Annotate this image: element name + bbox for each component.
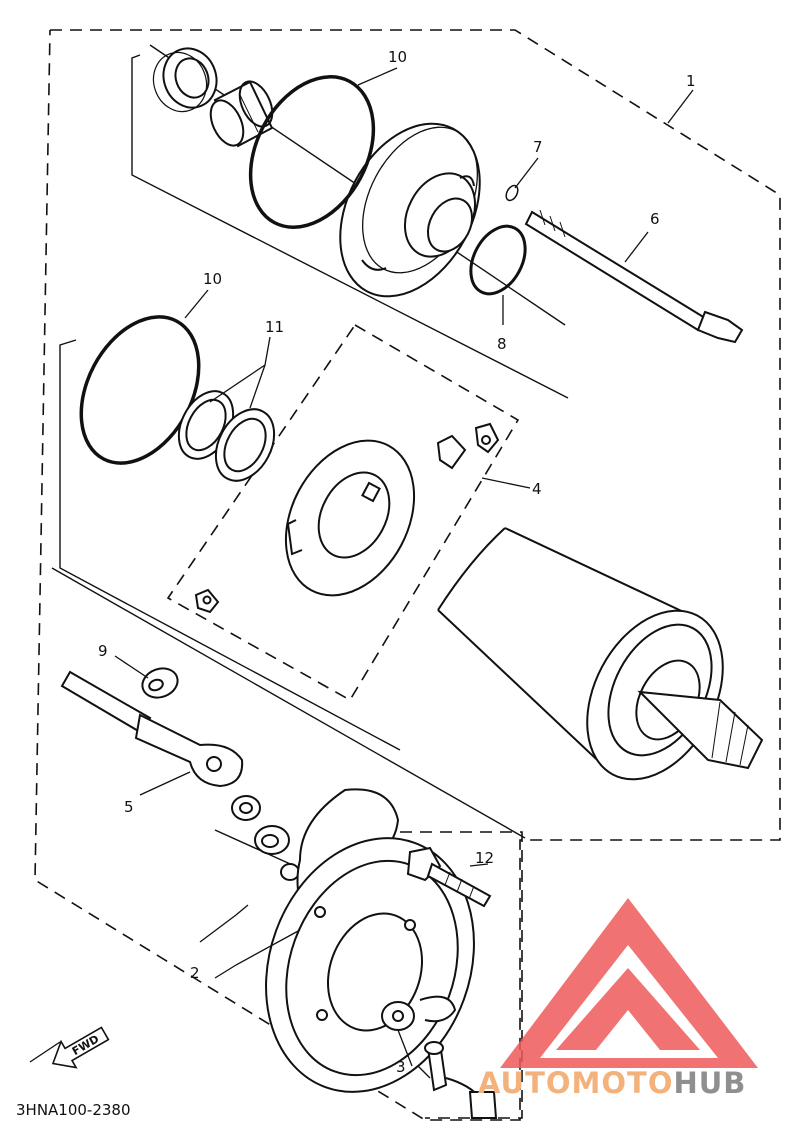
callout-10-middle: 10: [203, 270, 222, 288]
callout-9: 9: [98, 642, 108, 660]
callout-6: 6: [650, 210, 660, 228]
washer-7: [505, 184, 519, 202]
callout-10-top: 10: [388, 48, 407, 66]
callout-4: 4: [532, 480, 542, 498]
brush-plate: [284, 439, 416, 597]
callout-3: 3: [396, 1058, 406, 1076]
callout-5: 5: [124, 798, 134, 816]
rear-end-cover: [265, 788, 475, 1093]
needle-bearing: [209, 80, 274, 148]
brush-holder-outline: [166, 323, 520, 702]
callout-1: 1: [686, 72, 696, 90]
callout-12: 12: [475, 849, 494, 867]
nut-9: [141, 667, 179, 699]
watermark-brand-part1: AUTOMOTO: [478, 1066, 673, 1100]
starter-yoke: [437, 527, 764, 781]
o-ring-top: [248, 75, 376, 229]
assembly-outlines: [34, 29, 781, 1121]
callout-11: 11: [265, 318, 284, 336]
mid-bracket: [59, 339, 401, 751]
watermark-brand-part2: HUB: [673, 1066, 746, 1100]
callout-8: 8: [497, 335, 507, 353]
shim-washers: [177, 390, 276, 482]
forward-arrow: FWD: [51, 1026, 110, 1069]
brush-parts: [194, 422, 500, 614]
front-end-cover: [339, 122, 481, 298]
leader-lines: [29, 67, 694, 1079]
diagram-code: 3HNA100-2380: [16, 1101, 131, 1119]
starter-lead-wire: [60, 670, 244, 788]
callout-7: 7: [533, 138, 543, 156]
terminal-nuts: [231, 795, 300, 881]
callout-labels: 1 2 3 4 5 6 7 8 9 10 10 11 12: [98, 48, 696, 1076]
main-assembly-outline: [34, 29, 781, 1121]
terminal-bolt-3: [424, 1041, 498, 1119]
o-ring-8: [469, 224, 527, 296]
top-cover-bracket: [131, 54, 569, 399]
mounting-bolt-12: [406, 846, 492, 908]
lower-assembly-line: [51, 567, 526, 839]
bolt-terminal-outline: [400, 831, 523, 1119]
through-bolt: [524, 209, 744, 344]
automotohub-logo-mark: [500, 898, 758, 1068]
callout-2: 2: [190, 964, 200, 982]
watermark-brand: AUTOMOTOHUB: [478, 1066, 746, 1100]
oil-seal: [152, 47, 218, 113]
